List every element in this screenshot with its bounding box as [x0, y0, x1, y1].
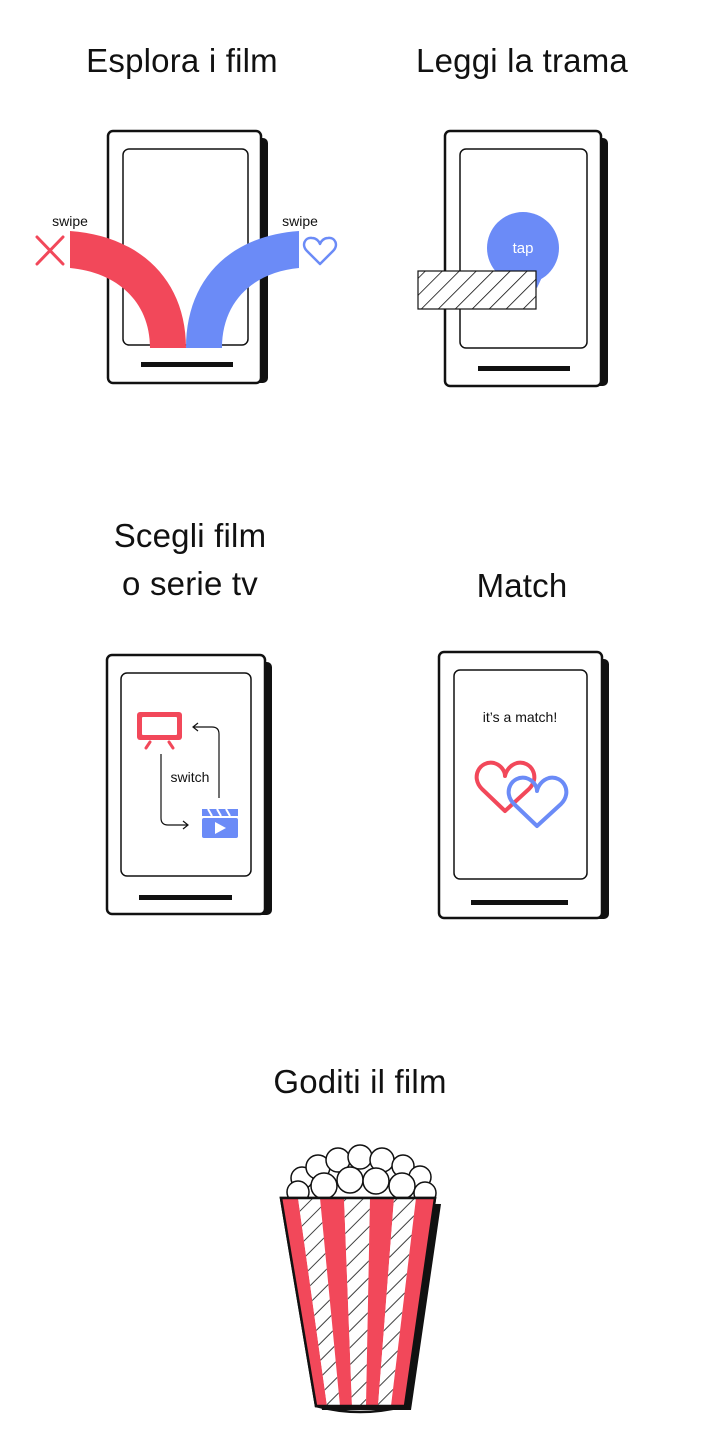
- popcorn-icon: [279, 1144, 441, 1414]
- close-icon: [35, 235, 65, 266]
- hatched-card: [417, 270, 537, 310]
- step-2-illustration: tap: [417, 129, 608, 388]
- heart-outline-icon: [302, 236, 338, 266]
- double-heart-icon: [474, 760, 569, 828]
- step-2-title: Leggi la trama: [416, 42, 628, 79]
- step-3-title-line2: o serie tv: [122, 565, 258, 602]
- swipe-left-arrow: [70, 231, 186, 348]
- match-label: it’s a match!: [483, 709, 557, 725]
- clapperboard-play-icon: [202, 808, 238, 838]
- tap-label: tap: [513, 240, 534, 257]
- swipe-right-arrow: [186, 231, 299, 348]
- step-1-illustration: swipe swipe: [35, 129, 338, 385]
- step-3-illustration: switch: [105, 653, 272, 916]
- swipe-left-label: swipe: [52, 213, 88, 229]
- tap-bubble: [487, 212, 559, 284]
- step-3-title: Scegli film o serie tv: [70, 512, 310, 608]
- switch-label: switch: [171, 769, 210, 785]
- step-4-illustration: it’s a match!: [437, 650, 609, 920]
- step-5-title: Goditi il film: [273, 1063, 447, 1100]
- swipe-right-label: swipe: [282, 213, 318, 229]
- step-1-title: Esplora i film: [86, 42, 278, 79]
- step-4-title: Match: [476, 567, 568, 604]
- step-3-title-line1: Scegli film: [113, 517, 267, 554]
- tv-icon: [137, 712, 182, 750]
- switch-arrows: [160, 722, 220, 830]
- popcorn-kernels: [286, 1144, 437, 1205]
